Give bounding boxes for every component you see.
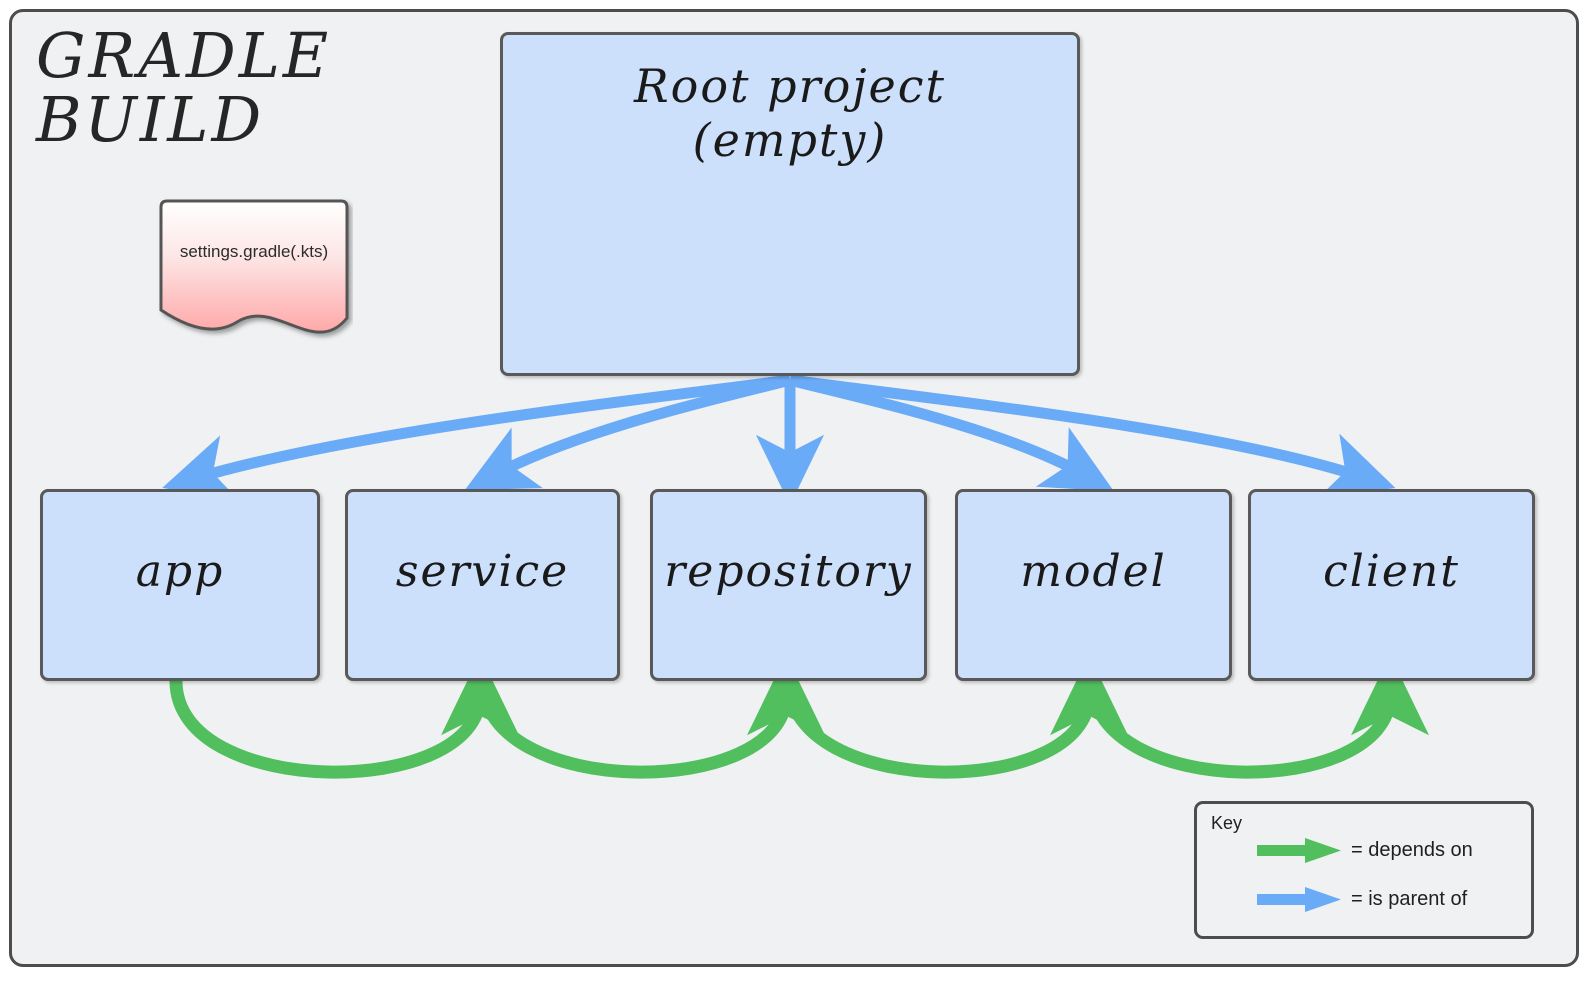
box-service-label: service: [395, 546, 570, 597]
blue-arrow-icon: [1257, 887, 1341, 912]
page-title: GRADLE BUILD: [36, 19, 332, 156]
green-arrow-icon: [1257, 838, 1341, 863]
box-model[interactable]: model: [955, 489, 1232, 681]
key-title: Key: [1211, 813, 1243, 833]
key-row-is-parent-of: = is parent of: [1257, 884, 1467, 914]
box-client[interactable]: client: [1248, 489, 1535, 681]
box-root-project[interactable]: Root project (empty): [500, 32, 1080, 376]
key-row-depends-on: = depends on: [1257, 835, 1473, 865]
key-label-is-parent-of: = is parent of: [1351, 887, 1468, 910]
box-repository-label: repository: [664, 546, 913, 597]
box-repository[interactable]: repository: [650, 489, 927, 681]
box-app[interactable]: app: [40, 489, 320, 681]
key-label-depends-on: = depends on: [1351, 838, 1473, 861]
box-model-label: model: [1020, 546, 1167, 597]
box-client-label: client: [1323, 546, 1460, 597]
key-legend: Key = depends on = is parent of: [1194, 801, 1534, 939]
box-root-project-label: Root project (empty): [634, 59, 946, 168]
box-app-label: app: [135, 546, 225, 597]
box-service[interactable]: service: [345, 489, 620, 681]
settings-gradle-document: settings.gradle(.kts): [155, 198, 353, 342]
